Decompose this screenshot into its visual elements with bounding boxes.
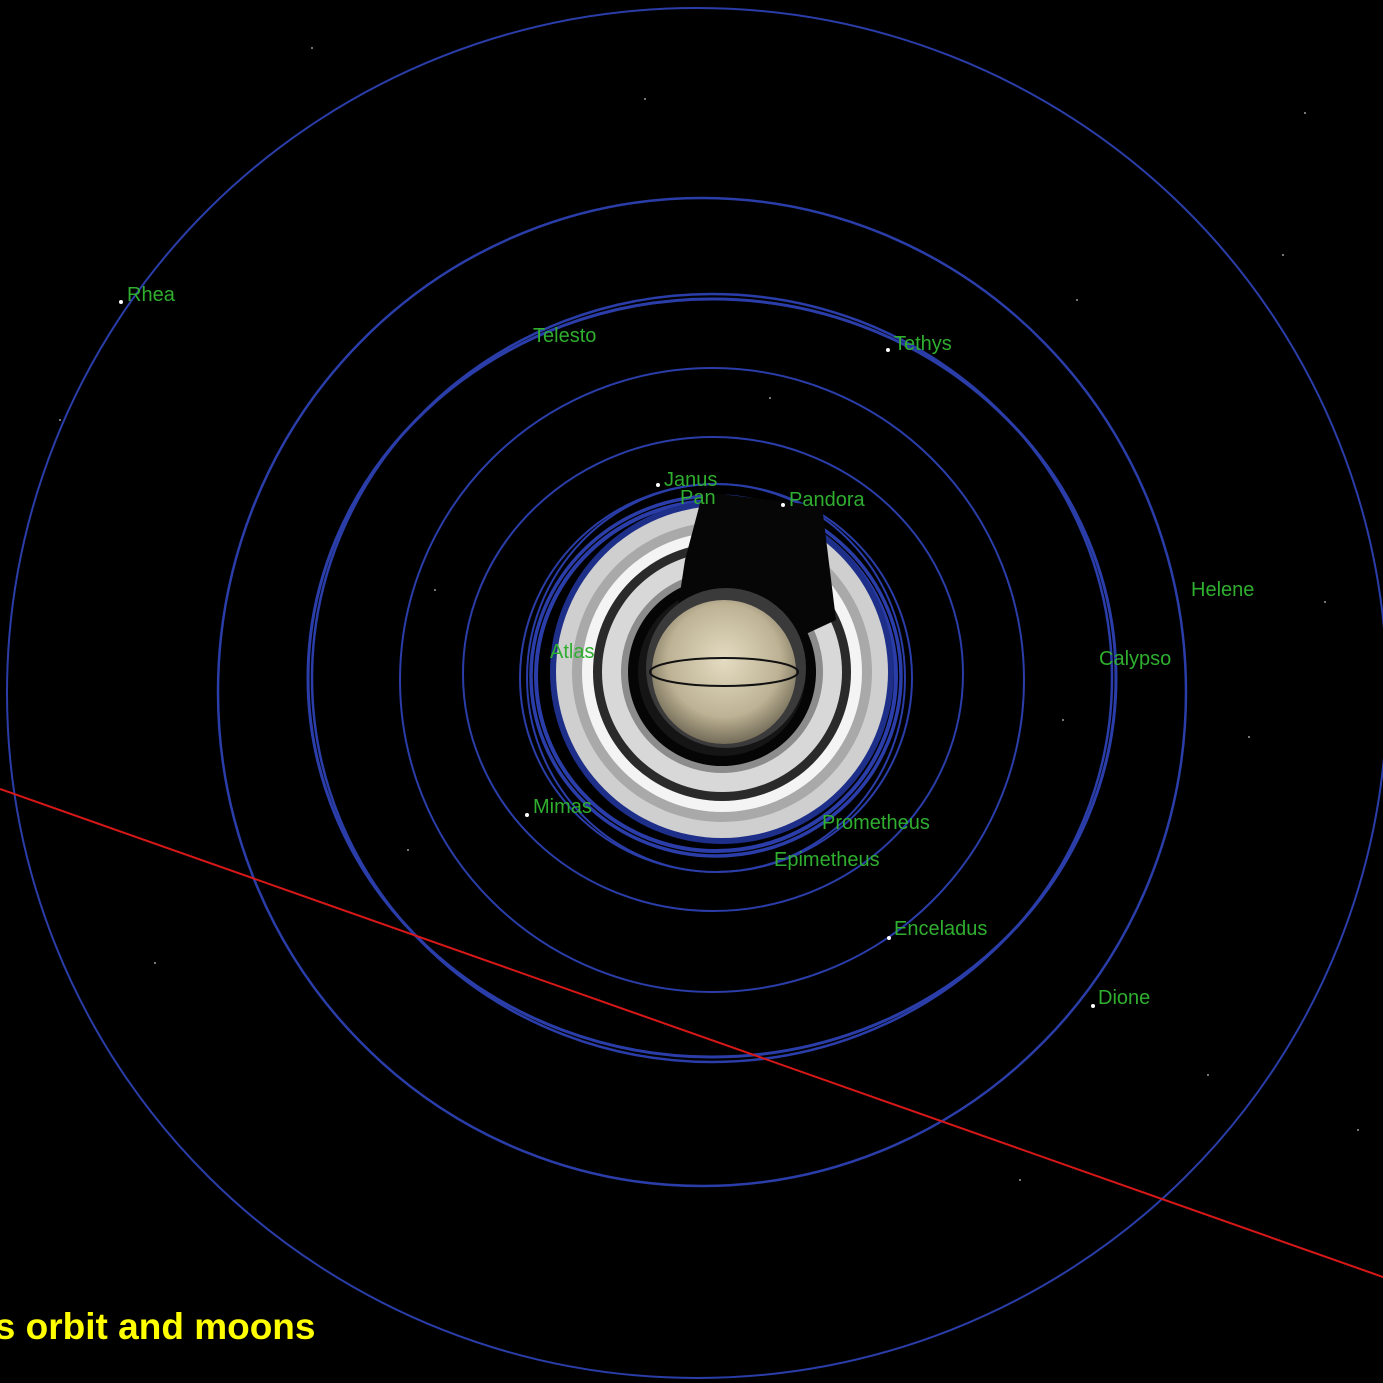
orbit-rhea — [6, 7, 1383, 1379]
orbit-tethys — [310, 292, 1114, 1064]
moon-label-mimas: Mimas — [533, 796, 592, 818]
moon-label-epimetheus: Epimetheus — [774, 849, 880, 871]
moon-label-rhea: Rhea — [127, 284, 176, 306]
moon-dot-icon — [1091, 1004, 1095, 1008]
moon-dot-icon — [656, 483, 660, 487]
orbit-tethys-lagrange — [306, 297, 1118, 1059]
moon-label-telesto: Telesto — [533, 325, 596, 347]
moon-dot-icon — [781, 503, 785, 507]
moon-label-pan: Pan — [680, 487, 716, 509]
moon-label-janus: Janus — [664, 469, 717, 491]
moon-label-enceladus: Enceladus — [894, 918, 987, 940]
orbit-dione — [216, 196, 1188, 1188]
caption-title: 's orbit and moons — [0, 1306, 316, 1347]
moon-label-prometheus: Prometheus — [822, 812, 930, 834]
moon-dot-icon — [887, 936, 891, 940]
moon-dot-icon — [886, 348, 890, 352]
moon-dot-icon — [119, 300, 123, 304]
moon-label-tethys: Tethys — [894, 333, 952, 355]
moon-label-dione: Dione — [1098, 987, 1150, 1009]
planet-icon — [646, 588, 806, 748]
moon-label-calypso: Calypso — [1099, 648, 1171, 670]
spacecraft-trajectory — [0, 788, 1383, 1278]
moon-label-helene: Helene — [1191, 579, 1254, 601]
moon-dot-icon — [525, 813, 529, 817]
moon-label-atlas: Atlas — [550, 641, 594, 663]
starfield — [59, 47, 1359, 1181]
moon-label-pandora: Pandora — [789, 489, 865, 511]
orbit-mimas — [462, 436, 964, 912]
orbit-enceladus — [399, 367, 1025, 993]
orbit-epimetheus — [526, 483, 906, 873]
